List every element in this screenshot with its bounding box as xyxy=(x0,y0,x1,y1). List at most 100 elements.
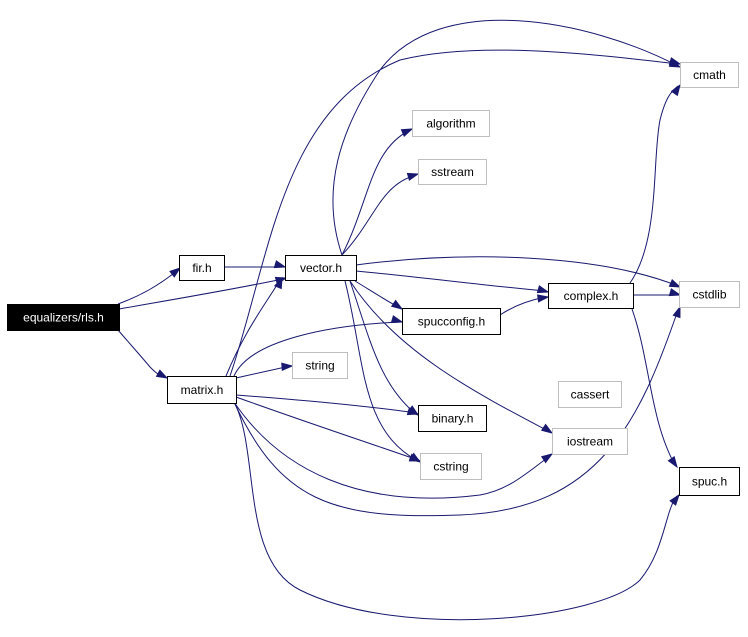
node-box xyxy=(418,405,487,432)
edge-line xyxy=(631,308,676,466)
node-cstring[interactable]: cstring xyxy=(420,453,482,480)
node-label: cstring xyxy=(433,460,468,474)
node-label: sstream xyxy=(431,165,474,179)
edge-matrix-to-vector xyxy=(225,276,283,377)
edge-line xyxy=(355,270,547,292)
node-cassert[interactable]: cassert xyxy=(558,381,622,408)
node-box xyxy=(292,352,348,379)
edge-line xyxy=(118,278,284,310)
node-box xyxy=(7,304,120,331)
edge-rls-to-vector xyxy=(118,276,288,310)
arrowhead xyxy=(400,128,414,138)
edge-vector-to-sstream xyxy=(341,172,420,256)
arrowhead xyxy=(540,453,554,464)
edge-complex-to-cstdlib xyxy=(633,288,682,297)
node-label: spuc.h xyxy=(692,475,727,489)
node-rls[interactable]: equalizers/rls.h xyxy=(7,304,120,331)
node-sstream[interactable]: sstream xyxy=(418,159,487,185)
edge-vector-to-complex xyxy=(355,270,550,294)
arrowhead xyxy=(169,267,182,278)
arrowhead xyxy=(667,455,678,469)
node-spucconfig[interactable]: spucconfig.h xyxy=(402,308,501,335)
node-box xyxy=(402,308,501,335)
node-label: cassert xyxy=(571,388,610,402)
edge-vector-to-binary xyxy=(349,280,420,416)
edge-rls-to-matrix xyxy=(117,329,169,379)
nodes-layer: equalizers/rls.h fir.h vector.h matrix.h spu… xyxy=(7,62,740,496)
edge-line xyxy=(235,396,419,461)
node-label: cstdlib xyxy=(692,288,726,302)
arrowhead xyxy=(273,276,283,290)
node-box xyxy=(548,283,634,309)
node-vector[interactable]: vector.h xyxy=(285,255,357,281)
node-box xyxy=(412,110,490,137)
node-iostream[interactable]: iostream xyxy=(552,428,628,455)
edge-line xyxy=(629,85,679,284)
node-label: spucconfig.h xyxy=(418,315,485,329)
edge-line xyxy=(233,321,401,377)
arrowhead xyxy=(390,315,404,324)
node-label: vector.h xyxy=(300,261,342,275)
edge-line xyxy=(117,329,166,378)
arrowhead xyxy=(406,172,420,181)
edges-layer xyxy=(117,19,682,621)
edge-vector-to-spucconfig xyxy=(354,280,404,310)
node-label: matrix.h xyxy=(181,383,224,397)
node-label: equalizers/rls.h xyxy=(23,311,104,325)
edge-matrix-to-string xyxy=(235,362,294,379)
edge-matrix-to-spucconfig xyxy=(233,315,404,377)
arrowhead xyxy=(668,278,682,288)
edge-complex-to-spuc xyxy=(631,308,678,469)
edge-line xyxy=(349,280,551,433)
edge-line xyxy=(341,174,417,256)
edge-line xyxy=(332,19,679,256)
arrowhead xyxy=(273,260,287,269)
node-complex[interactable]: complex.h xyxy=(548,283,634,309)
edge-spucconfig-to-complex xyxy=(499,294,550,316)
node-box xyxy=(167,376,237,404)
arrowhead xyxy=(408,453,422,462)
edge-line xyxy=(355,256,679,287)
node-box xyxy=(285,255,357,281)
node-box xyxy=(679,467,740,496)
edge-matrix-to-cstring xyxy=(235,396,422,462)
edge-vector-to-cstdlib xyxy=(355,256,682,288)
edge-vector-to-cmath xyxy=(332,19,682,256)
node-spuc[interactable]: spuc.h xyxy=(679,467,740,496)
edge-line xyxy=(341,129,411,256)
arrowhead xyxy=(669,493,680,506)
node-box xyxy=(418,159,487,185)
edge-line xyxy=(235,365,291,379)
arrowhead xyxy=(672,305,681,319)
node-box xyxy=(679,281,740,308)
arrowhead xyxy=(406,407,420,416)
node-label: binary.h xyxy=(432,412,474,426)
arrowhead xyxy=(536,285,550,294)
node-box xyxy=(558,381,622,408)
edge-matrix-to-iostream xyxy=(233,401,554,499)
edge-line xyxy=(117,269,179,305)
node-cstdlib[interactable]: cstdlib xyxy=(679,281,740,308)
node-box xyxy=(420,453,482,480)
arrowhead xyxy=(537,294,550,303)
arrowhead xyxy=(540,423,554,434)
node-binary[interactable]: binary.h xyxy=(418,405,487,432)
node-matrix[interactable]: matrix.h xyxy=(167,376,237,404)
node-algorithm[interactable]: algorithm xyxy=(412,110,490,137)
edge-matrix-to-cmath xyxy=(229,49,682,377)
edge-line xyxy=(344,280,419,462)
edge-matrix-to-binary xyxy=(235,394,420,416)
edge-matrix-to-spuc xyxy=(233,401,680,621)
edge-line xyxy=(233,401,678,621)
node-string[interactable]: string xyxy=(292,352,348,379)
edge-line xyxy=(233,309,679,517)
arrowhead xyxy=(155,369,169,379)
node-cmath[interactable]: cmath xyxy=(680,62,739,88)
node-box xyxy=(552,428,628,455)
arrowhead xyxy=(670,83,681,97)
arrowhead xyxy=(390,299,404,310)
edge-vector-to-algorithm xyxy=(341,128,414,256)
edge-line xyxy=(349,280,417,415)
node-fir[interactable]: fir.h xyxy=(179,255,225,281)
